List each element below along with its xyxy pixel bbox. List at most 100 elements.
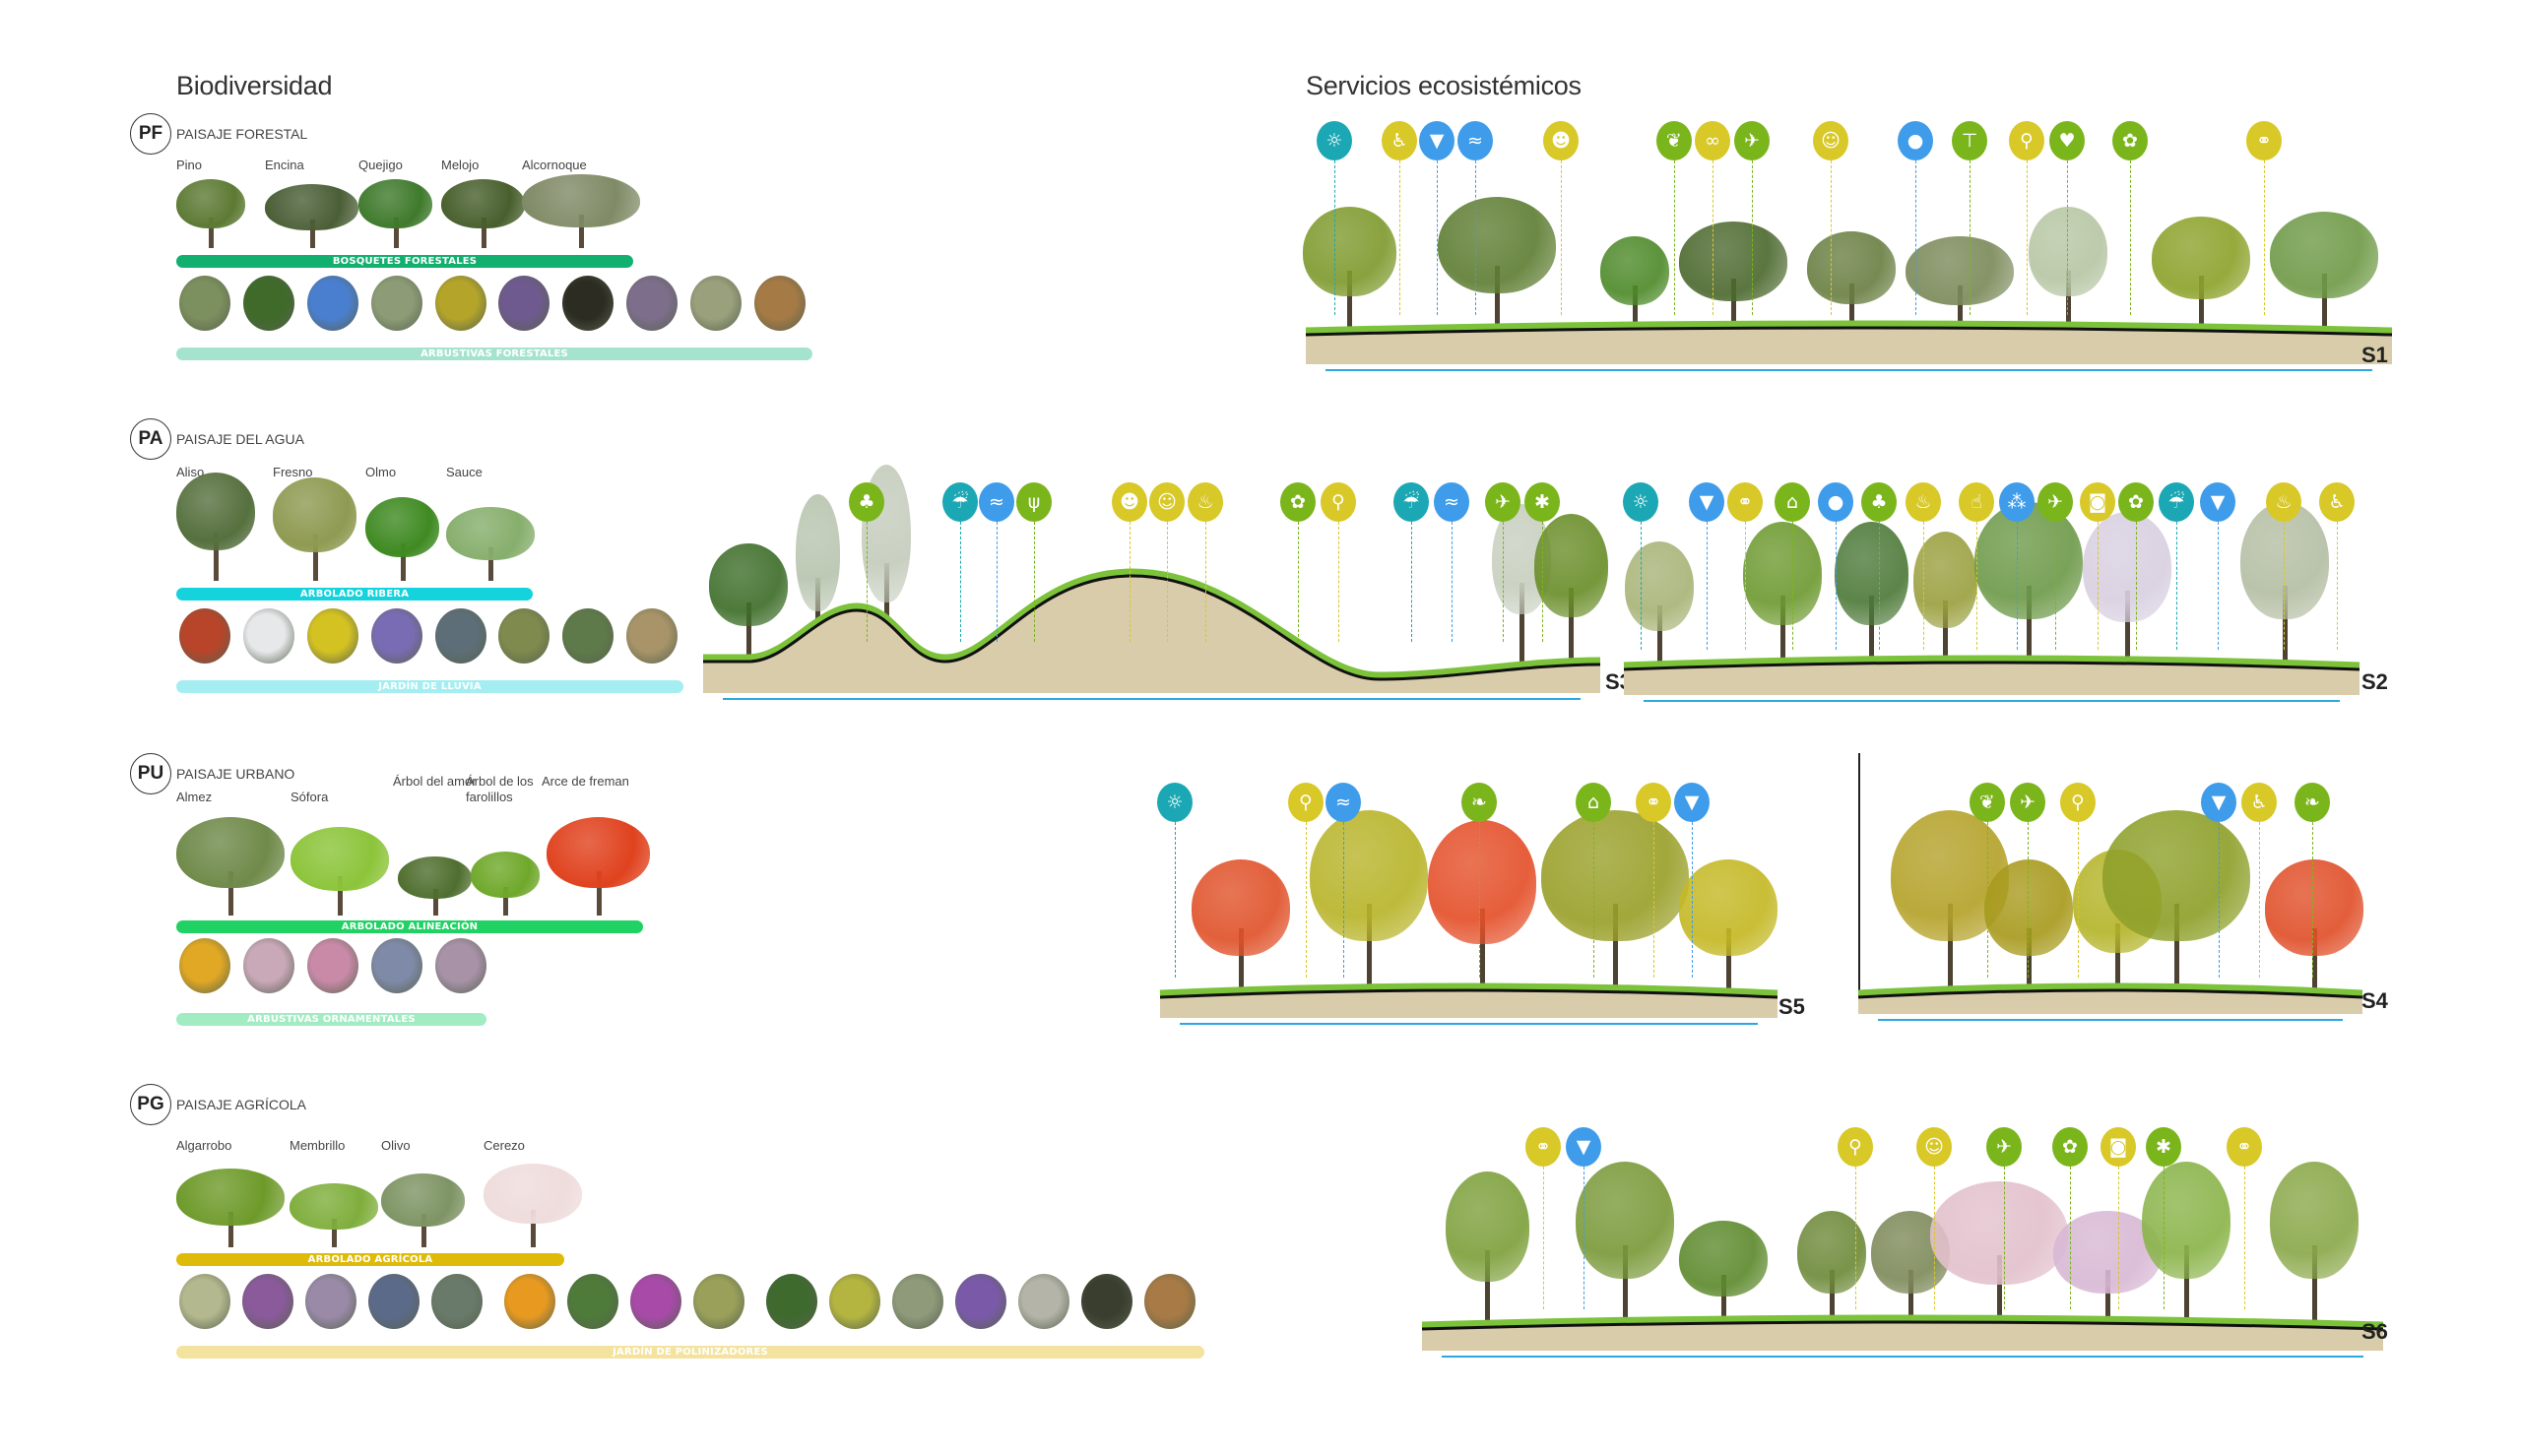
water-level-icon[interactable]: ▼: [1419, 121, 1454, 160]
human-icon[interactable]: ☺: [1149, 482, 1185, 522]
tree-shade-icon[interactable]: ♣: [849, 482, 884, 522]
flower-icon[interactable]: ✿: [1280, 482, 1316, 522]
tree-crown: [1600, 236, 1669, 305]
tree-crown: [446, 507, 535, 560]
bike-icon[interactable]: ⚭: [2246, 121, 2282, 160]
bee-icon[interactable]: ✱: [1524, 482, 1560, 522]
bike-icon[interactable]: ⚭: [1727, 482, 1763, 522]
bike-icon[interactable]: ⚭: [1525, 1127, 1561, 1167]
rest-icon[interactable]: ♨: [1906, 482, 1941, 522]
people-icon[interactable]: ☻: [1112, 482, 1147, 522]
bike-icon[interactable]: ⚭: [2227, 1127, 2262, 1167]
camera-icon[interactable]: ◙: [2101, 1127, 2136, 1167]
biodiversity-icon[interactable]: ❦: [1970, 783, 2005, 822]
bird-icon[interactable]: ✈: [1986, 1127, 2022, 1167]
tree-species-label: Almez: [176, 790, 213, 804]
sun-icon[interactable]: ☼: [1317, 121, 1352, 160]
water-level-icon[interactable]: ▼: [2200, 482, 2235, 522]
bird-icon[interactable]: ✈: [1485, 482, 1520, 522]
tree-trunk: [400, 542, 406, 581]
tree-trunk: [338, 875, 343, 916]
plant-species-photo: [498, 276, 549, 331]
tree-crown: [1984, 859, 2073, 956]
plant-species-photo: [892, 1274, 943, 1329]
tree-illustration: [365, 497, 439, 581]
tree-trunk: [209, 217, 214, 248]
human-icon[interactable]: ☺: [1916, 1127, 1952, 1167]
tree-trunk: [884, 563, 889, 662]
tree-trunk: [309, 219, 315, 248]
tree-trunk: [746, 602, 751, 662]
water-level-icon[interactable]: ▼: [1674, 783, 1710, 822]
wheelchair-icon[interactable]: ♿: [1382, 121, 1417, 160]
wetland-icon[interactable]: ≈: [1434, 482, 1469, 522]
tree-trunk: [312, 534, 318, 581]
rest-icon[interactable]: ♨: [1188, 482, 1223, 522]
plant-species-photo: [435, 938, 486, 993]
water-level-icon[interactable]: ▼: [2201, 783, 2236, 822]
rest-icon[interactable]: ♨: [2266, 482, 2301, 522]
bird-icon[interactable]: ✈: [2037, 482, 2073, 522]
fountain-icon[interactable]: ⁂: [1999, 482, 2035, 522]
walk-icon[interactable]: ⚲: [1321, 482, 1356, 522]
service-indicator-line: [1437, 160, 1438, 315]
water-drop-icon[interactable]: ●: [1898, 121, 1933, 160]
rain-icon[interactable]: ☔: [1393, 482, 1429, 522]
play-icon[interactable]: ⌂: [1576, 783, 1611, 822]
tree-trunk: [1869, 596, 1874, 669]
wheelchair-icon[interactable]: ♿: [2241, 783, 2277, 822]
tree-crown: [381, 1173, 465, 1227]
binoculars-icon[interactable]: ∞: [1695, 121, 1730, 160]
plant-species-photo: [498, 608, 549, 664]
wheelchair-icon[interactable]: ♿: [2319, 482, 2355, 522]
walk-icon[interactable]: ⚲: [2060, 783, 2096, 822]
walk-icon[interactable]: ⚲: [1288, 783, 1324, 822]
service-indicator-line: [1987, 822, 1988, 978]
plant-species-photo: [766, 1274, 817, 1329]
bird-icon[interactable]: ✈: [2010, 783, 2045, 822]
tree-trunk: [393, 217, 399, 248]
flower-icon[interactable]: ✿: [2112, 121, 2148, 160]
tree-shade-icon[interactable]: ♣: [1861, 482, 1897, 522]
flower-icon[interactable]: ✿: [2118, 482, 2154, 522]
play-icon[interactable]: ⌂: [1775, 482, 1810, 522]
touch-icon[interactable]: ☝: [1959, 482, 1994, 522]
water-drop-icon[interactable]: ●: [1818, 482, 1853, 522]
tree-crown: [176, 817, 285, 888]
human-icon[interactable]: ☺: [1813, 121, 1848, 160]
ground-profile: [1159, 982, 1778, 1025]
bee-icon[interactable]: ✱: [2146, 1127, 2181, 1167]
service-indicator-line: [1479, 822, 1480, 978]
leaf-icon[interactable]: ❧: [1461, 783, 1497, 822]
tree-illustration: [547, 817, 650, 916]
sun-icon[interactable]: ☼: [1623, 482, 1658, 522]
rain-icon[interactable]: ☔: [2159, 482, 2194, 522]
wetland-icon[interactable]: ≈: [1457, 121, 1493, 160]
walk-icon[interactable]: ⚲: [1838, 1127, 1873, 1167]
sun-icon[interactable]: ☼: [1157, 783, 1193, 822]
wetland-icon[interactable]: ≈: [1325, 783, 1361, 822]
walk-icon[interactable]: ⚲: [2009, 121, 2044, 160]
dove-icon[interactable]: ♥: [2049, 121, 2085, 160]
camera-icon[interactable]: ◙: [2080, 482, 2115, 522]
tree-trunk: [579, 215, 584, 248]
bike-icon[interactable]: ⚭: [1636, 783, 1671, 822]
tree-crown: [2270, 212, 2378, 298]
service-indicator-line: [1970, 160, 1971, 315]
section-tree: [1533, 514, 1608, 662]
shade-icon[interactable]: ⊤: [1952, 121, 1987, 160]
wetland-icon[interactable]: ≈: [979, 482, 1014, 522]
bird-icon[interactable]: ✈: [1734, 121, 1770, 160]
flower-icon[interactable]: ✿: [2052, 1127, 2088, 1167]
tree-species-label: Encina: [265, 158, 304, 172]
plant-species-photo: [371, 608, 422, 664]
water-level-icon[interactable]: ▼: [1566, 1127, 1601, 1167]
water-level-icon[interactable]: ▼: [1689, 482, 1724, 522]
biodiversity-icon[interactable]: ❦: [1656, 121, 1692, 160]
people-icon[interactable]: ☻: [1543, 121, 1579, 160]
reeds-icon[interactable]: ψ: [1016, 482, 1052, 522]
tree-species-label: Algarrobo: [176, 1138, 232, 1153]
leaf-icon[interactable]: ❧: [2295, 783, 2330, 822]
section-tree: [1625, 541, 1694, 669]
rain-icon[interactable]: ☔: [942, 482, 978, 522]
